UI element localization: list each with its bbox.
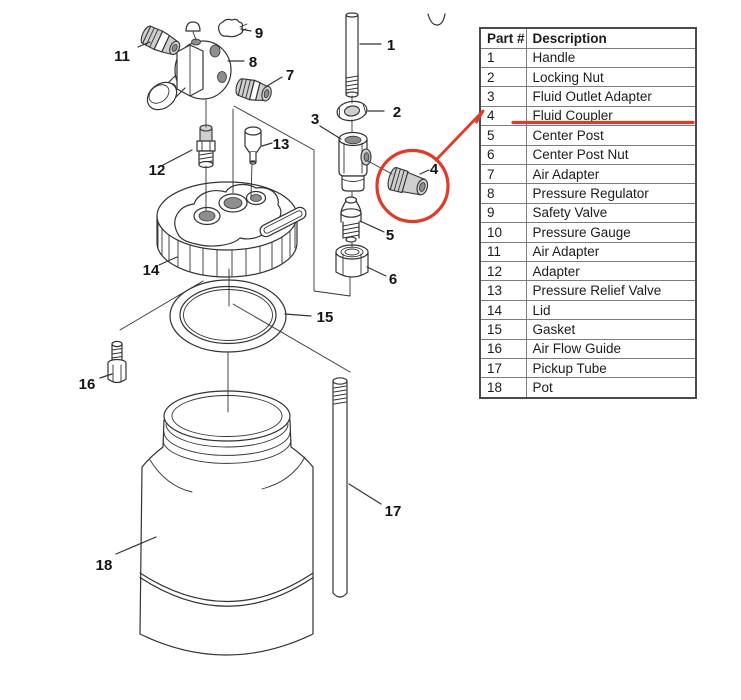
callout-17: 17	[385, 503, 402, 520]
red-circle-annotation	[375, 148, 450, 224]
callout-18: 18	[96, 557, 113, 574]
part-number-cell: 5	[479, 125, 527, 146]
part-desc-cell: Pressure Regulator	[525, 183, 697, 204]
part-number-cell: 2	[479, 66, 527, 88]
center-post	[340, 196, 362, 243]
part-desc-cell: Lid	[525, 299, 697, 321]
leader-lines	[99, 28, 430, 555]
callout-1: 1	[387, 37, 395, 54]
pressure-relief-valve	[244, 126, 262, 165]
red-leader-line	[434, 109, 485, 162]
part-number-cell: 1	[479, 47, 527, 68]
callout-15: 15	[317, 309, 334, 326]
part-number-header: Part #	[479, 27, 527, 49]
part-number-cell: 17	[479, 358, 527, 379]
callout-4: 4	[430, 161, 439, 178]
callout-9: 9	[255, 25, 263, 42]
part-number-cell: 12	[479, 260, 527, 282]
part-number-cell: 10	[479, 222, 527, 243]
part-number-cell: 15	[479, 319, 527, 340]
part-number-cell: 14	[479, 299, 527, 321]
callout-13: 13	[273, 136, 290, 153]
callout-16: 16	[79, 376, 96, 393]
fluid-outlet-adapter	[338, 131, 372, 192]
handle	[345, 12, 446, 98]
air-adapter-7	[235, 78, 272, 102]
part-desc-cell: Safety Valve	[525, 202, 697, 224]
part-desc-cell: Fluid Outlet Adapter	[525, 86, 697, 107]
part-number-cell: 13	[479, 280, 527, 301]
callout-8: 8	[249, 54, 257, 71]
part-number-cell: 4	[479, 105, 527, 127]
part-desc-cell: Air Flow Guide	[525, 338, 697, 360]
part-desc-cell: Adapter	[525, 260, 697, 282]
callout-5: 5	[386, 227, 394, 244]
table-header-row: Part # Description	[479, 27, 697, 49]
part-number-cell: 3	[479, 86, 527, 107]
part-number-cell: 18	[479, 377, 527, 399]
part-number-cell: 8	[479, 183, 527, 204]
center-post-nut	[335, 244, 369, 278]
part-desc-cell: Air Adapter	[525, 241, 697, 262]
part-number-cell: 9	[479, 202, 527, 224]
part-desc-cell: Gasket	[525, 319, 697, 340]
part-number-cell: 11	[479, 241, 527, 262]
part-desc-cell: Center Post	[525, 125, 697, 146]
part-number-cell: 7	[479, 163, 527, 185]
part-desc-cell: Handle	[525, 47, 697, 68]
connector-lines	[119, 95, 393, 413]
locking-nut	[336, 100, 368, 122]
description-header: Description	[525, 27, 697, 49]
part-desc-cell: Center Post Nut	[525, 144, 697, 165]
part-number-cell: 6	[479, 144, 527, 165]
part-desc-cell: Pressure Relief Valve	[525, 280, 697, 301]
part-desc-cell: Air Adapter	[525, 163, 697, 185]
air-adapter-11	[140, 25, 181, 56]
lid	[156, 181, 307, 278]
part-desc-cell: Locking Nut	[525, 66, 697, 88]
gasket	[169, 279, 287, 353]
air-flow-guide	[107, 340, 127, 384]
callout-6: 6	[389, 271, 397, 288]
fluid-coupler	[387, 167, 429, 196]
part-desc-cell: Pickup Tube	[525, 358, 697, 379]
regulator-cap	[185, 21, 201, 41]
pickup-tube	[332, 377, 348, 598]
callout-12: 12	[149, 162, 166, 179]
callout-labels: 1 2 3 4 5 6 7 8 9 11 12 13 14 15 16 17 1…	[79, 25, 439, 574]
part-desc-cell: Fluid Coupler	[525, 105, 697, 127]
callout-11: 11	[114, 48, 130, 65]
pressure-regulator	[146, 38, 232, 111]
safety-valve	[217, 18, 248, 38]
part-number-cell: 16	[479, 338, 527, 360]
part-desc-cell: Pressure Gauge	[525, 222, 697, 243]
callout-14: 14	[143, 262, 160, 279]
callout-2: 2	[393, 104, 401, 121]
pot	[139, 390, 314, 656]
adapter-12	[196, 124, 216, 169]
callout-7: 7	[286, 67, 294, 84]
part-desc-cell: Pot	[525, 377, 697, 399]
callout-3: 3	[311, 111, 319, 128]
